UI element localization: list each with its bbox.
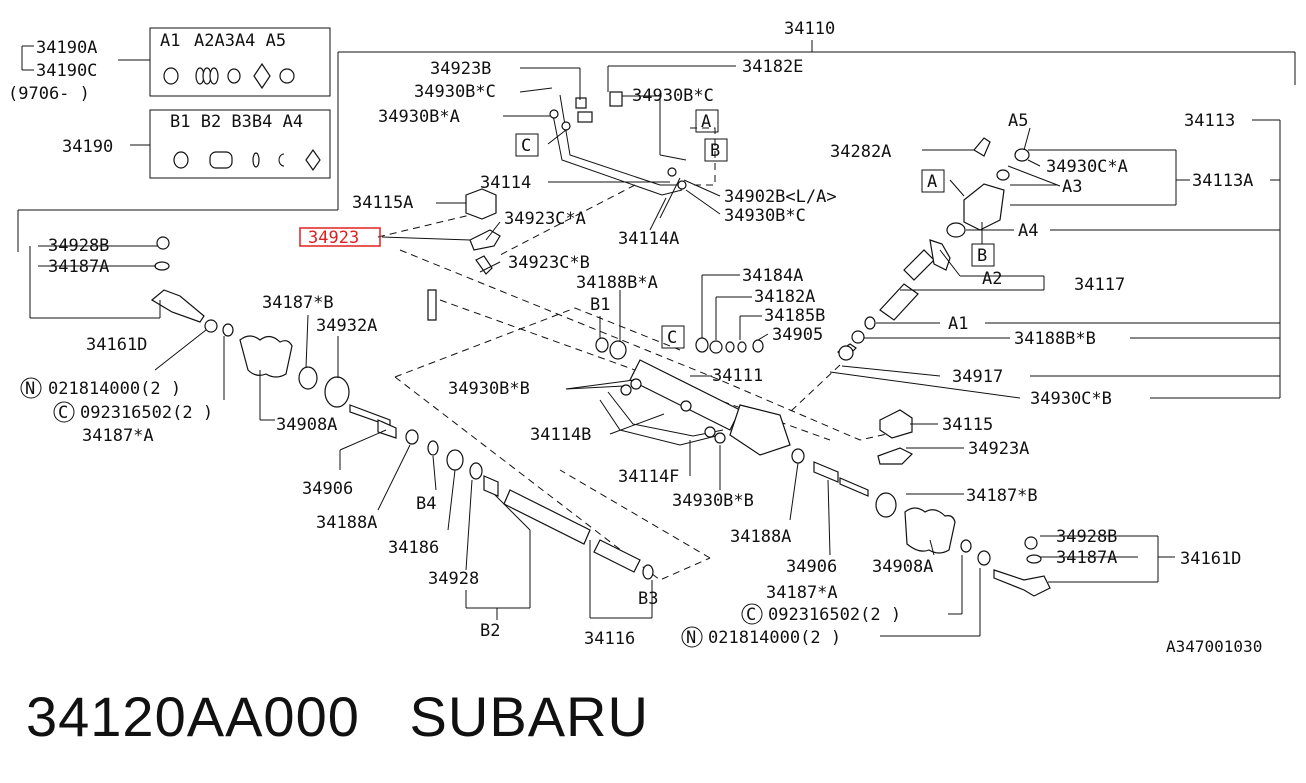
label-092316502-left: 092316502(2 ): [80, 403, 213, 423]
box-label-c: C: [521, 136, 531, 156]
label-34188a-right: 34188A: [730, 527, 791, 547]
label-34906-left: 34906: [302, 479, 353, 499]
label-34114: 34114: [480, 173, 531, 193]
parts-left: [150, 236, 654, 580]
label-a1-right: A1: [948, 314, 968, 334]
label-34930bc-3: 34930B*C: [724, 206, 806, 226]
label-34187sa-right: 34187*A: [766, 583, 838, 603]
label-34184a: 34184A: [742, 266, 803, 286]
label-a2a3a4a5-inset: A2A3A4 A5: [194, 31, 286, 51]
label-34930bb-2: 34930B*B: [672, 491, 754, 511]
label-a3-right: A3: [1062, 177, 1082, 197]
circle-label-c: C: [58, 403, 68, 423]
label-34188ba: 34188B*A: [576, 273, 658, 293]
part-labels: 34110 34190A 34190C (9706- ) 34190 A1 A2…: [8, 19, 1262, 656]
label-34110: 34110: [784, 19, 835, 39]
part-title: 34120AA000 SUBARU: [26, 684, 649, 749]
label-34928b-right: 34928B: [1056, 527, 1117, 547]
parts-upper: [427, 91, 687, 321]
label-a1-inset: A1: [160, 31, 180, 51]
box-callouts: A B C A B C N C C N: [20, 109, 995, 648]
label-34190a: 34190A: [36, 38, 97, 58]
label-34188bb: 34188B*B: [1014, 329, 1096, 349]
label-021814000-right: 021814000(2 ): [708, 628, 841, 648]
label-34905: 34905: [772, 325, 823, 345]
label-34908a-left: 34908A: [276, 415, 337, 435]
label-34116: 34116: [584, 629, 635, 649]
parts-center: [595, 337, 1051, 597]
label-b-inset: B1 B2 B3B4 A4: [170, 112, 303, 132]
label-b1: B1: [590, 295, 610, 315]
label-34923ca: 34923C*A: [504, 209, 586, 229]
label-b2: B2: [480, 621, 500, 641]
label-34908a-right: 34908A: [872, 557, 933, 577]
illustration-code: A347001030: [1166, 637, 1262, 656]
label-34928b-left: 34928B: [48, 236, 109, 256]
label-34930bc-2: 34930B*C: [632, 86, 714, 106]
box-label-a: A: [701, 112, 711, 132]
label-34187a-right: 34187A: [1056, 548, 1117, 568]
label-b3: B3: [638, 589, 658, 609]
label-092316502-right: 092316502(2 ): [768, 605, 901, 625]
label-a2-right: A2: [982, 269, 1002, 289]
label-34115a: 34115A: [352, 193, 413, 213]
label-34187a-left: 34187A: [48, 257, 109, 277]
box-label-b: B: [710, 141, 720, 161]
label-34114b: 34114B: [530, 425, 591, 445]
label-34161d-left: 34161D: [86, 335, 147, 355]
label-34190: 34190: [62, 137, 113, 157]
label-34923cb: 34923C*B: [508, 253, 590, 273]
brand-name: SUBARU: [409, 685, 649, 748]
label-34906-right: 34906: [786, 557, 837, 577]
label-9706: (9706- ): [8, 84, 90, 104]
label-34917: 34917: [952, 367, 1003, 387]
label-34182a: 34182A: [754, 287, 815, 307]
label-34113: 34113: [1184, 111, 1235, 131]
label-34187b-right: 34187*B: [966, 486, 1038, 506]
label-34932a: 34932A: [316, 316, 377, 336]
label-34161d-right: 34161D: [1180, 549, 1241, 569]
label-34187b-left: 34187*B: [262, 293, 334, 313]
label-34930bc-1: 34930B*C: [414, 82, 496, 102]
label-34114a: 34114A: [618, 229, 679, 249]
label-021814000-left: 021814000(2 ): [48, 379, 181, 399]
label-34117: 34117: [1074, 275, 1125, 295]
frame-lines: [17, 40, 1296, 252]
label-34930cb: 34930C*B: [1030, 389, 1112, 409]
label-34182e: 34182E: [742, 57, 803, 77]
label-34115: 34115: [942, 415, 993, 435]
label-34282a: 34282A: [830, 142, 891, 162]
label-34190c: 34190C: [36, 61, 97, 81]
label-34188a-left: 34188A: [316, 513, 377, 533]
seal-kit-inset: [21, 27, 331, 179]
label-34923b: 34923B: [430, 59, 491, 79]
label-a4-right: A4: [1018, 221, 1038, 241]
leader-lines: [29, 65, 1281, 637]
circle-label-n: N: [25, 379, 35, 399]
part-number: 34120AA000: [26, 685, 360, 748]
label-34923a: 34923A: [968, 439, 1029, 459]
label-34113a: 34113A: [1192, 171, 1253, 191]
label-34186: 34186: [388, 538, 439, 558]
parts-right: [838, 137, 1030, 361]
circle-label-n-right: N: [686, 628, 696, 648]
box-label-a-right: A: [927, 172, 937, 192]
label-34930ca: 34930C*A: [1046, 157, 1128, 177]
label-34187sa-left: 34187*A: [82, 426, 154, 446]
highlighted-part-label[interactable]: 34923: [308, 228, 359, 248]
label-34902b: 34902B<L/A>: [724, 187, 837, 207]
label-34928: 34928: [428, 569, 479, 589]
label-a5-right: A5: [1008, 111, 1028, 131]
highlighted-part-box[interactable]: [299, 227, 381, 247]
label-34930ba: 34930B*A: [378, 107, 460, 127]
label-34930bb-1: 34930B*B: [448, 379, 530, 399]
circle-label-c-right: C: [746, 605, 756, 625]
label-34111: 34111: [712, 366, 763, 386]
box-label-c-center: C: [667, 328, 677, 348]
box-label-b-right: B: [977, 246, 987, 266]
label-b4: B4: [416, 494, 436, 514]
label-34114f: 34114F: [618, 467, 679, 487]
label-34185b: 34185B: [764, 306, 825, 326]
